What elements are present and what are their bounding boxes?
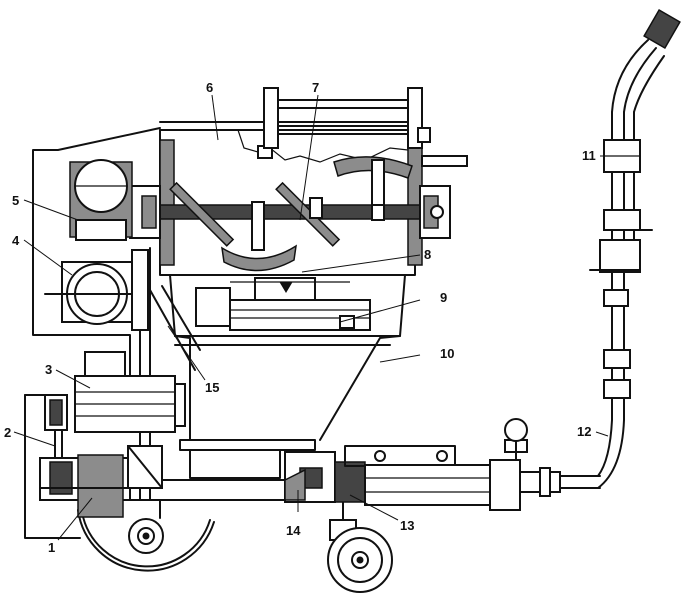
- rear-wheel: [77, 509, 215, 572]
- mixer-shaft: [129, 156, 451, 272]
- label-9: 9: [440, 290, 447, 305]
- label-1: 1: [48, 540, 55, 555]
- mixer-motor: [44, 249, 151, 331]
- gear-reducer: [39, 445, 163, 518]
- sieve: [230, 277, 350, 301]
- mixer-drum: [159, 121, 423, 276]
- label-7: 7: [312, 80, 319, 95]
- label-15: 15: [205, 380, 219, 395]
- lance: [589, 8, 681, 321]
- connector: [149, 285, 201, 371]
- label-4: 4: [12, 233, 20, 248]
- label-8: 8: [424, 247, 431, 262]
- label-3: 3: [45, 362, 52, 377]
- label-14: 14: [286, 523, 301, 538]
- label-12: 12: [577, 424, 591, 439]
- label-5: 5: [12, 193, 19, 208]
- label-11: 11: [582, 148, 596, 163]
- belt-drive: [44, 394, 68, 465]
- hopper: [169, 274, 406, 479]
- label-2: 2: [4, 425, 11, 440]
- leader-lines: [13, 94, 614, 541]
- gearbox: [69, 159, 133, 241]
- mixer-lid: [263, 87, 468, 167]
- label-13: 13: [400, 518, 414, 533]
- pump-motor: [74, 351, 186, 433]
- pump: [284, 418, 601, 511]
- callout-labels: 1 2 3 4 5 6 7 8 9 10 11 12 13 14 15: [4, 80, 596, 555]
- label-6: 6: [206, 80, 213, 95]
- castor-wheel: [327, 499, 393, 593]
- hose: [597, 319, 631, 489]
- label-10: 10: [440, 346, 454, 361]
- vibrator: [195, 287, 371, 331]
